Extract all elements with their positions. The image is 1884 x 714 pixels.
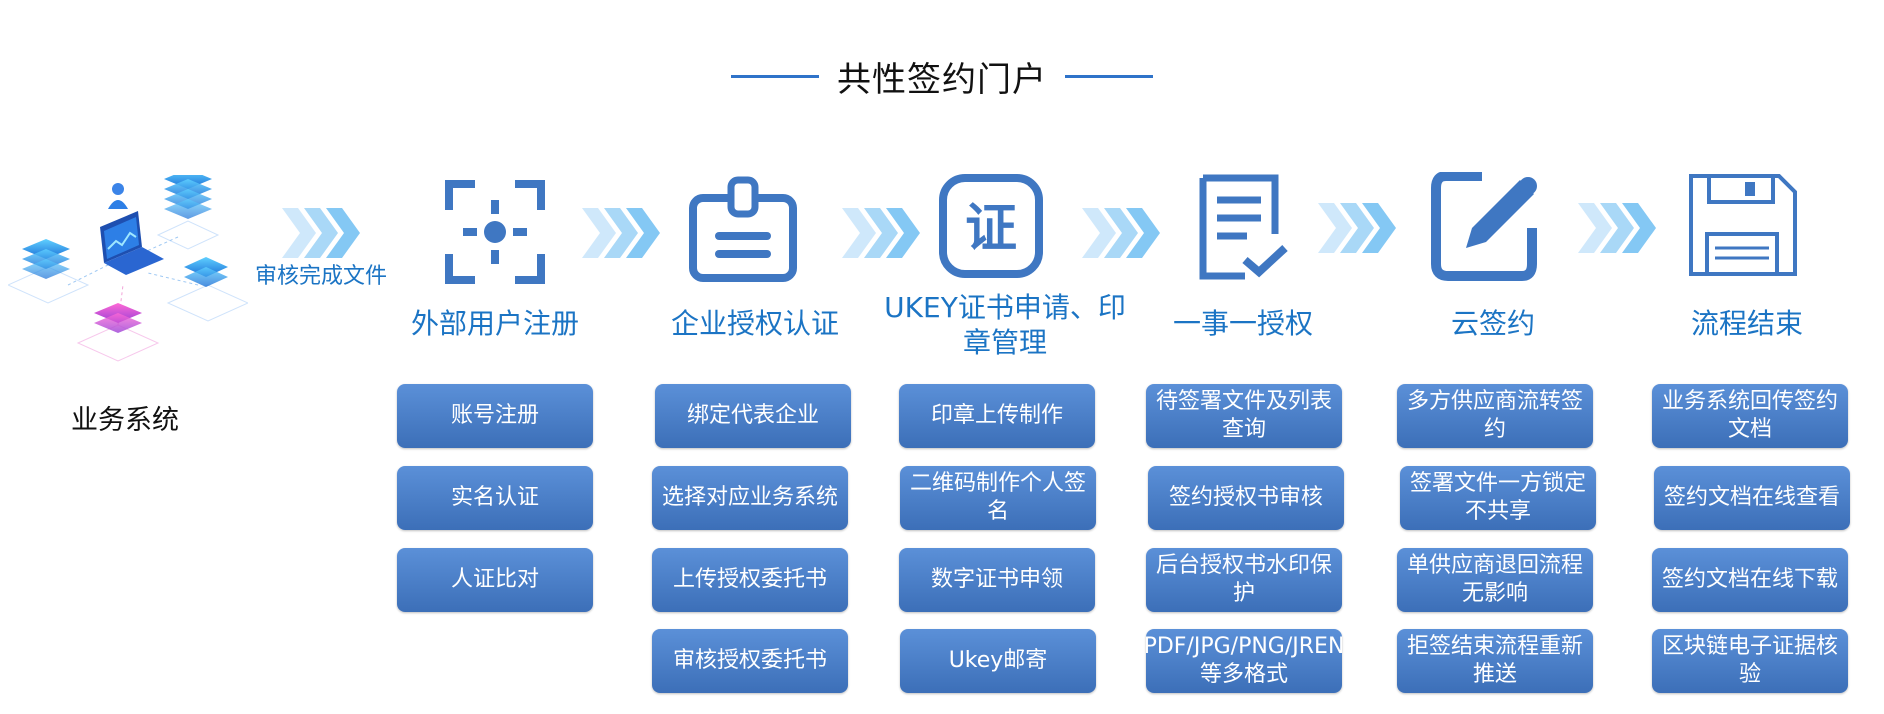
step-box[interactable]: 待签署文件及列表查询 (1146, 384, 1342, 448)
business-system-illustration-icon (8, 175, 248, 362)
step-box[interactable]: 区块链电子证据核验 (1652, 629, 1848, 693)
step-box[interactable]: 审核授权委托书 (652, 629, 848, 693)
column-title-cloud-signing: 云签约 (1450, 307, 1535, 340)
column-title-process-end: 流程结束 (1690, 307, 1803, 340)
title-line-right (1065, 75, 1153, 78)
chevron-arrow-icon (842, 208, 920, 258)
step-box[interactable]: 印章上传制作 (899, 384, 1095, 448)
step-box[interactable]: 数字证书申领 (899, 548, 1095, 612)
page-title: 共性签约门户 (837, 60, 1047, 100)
title-line-left (731, 75, 819, 78)
chevron-arrow-icon (582, 208, 660, 258)
step-box[interactable]: 签署文件一方锁定不共享 (1400, 466, 1596, 530)
step-box[interactable]: 人证比对 (397, 548, 593, 612)
step-box[interactable]: 签约文档在线查看 (1654, 466, 1850, 530)
chevron-arrow-icon (1318, 203, 1396, 253)
step-box[interactable]: 签约授权书审核 (1148, 466, 1344, 530)
step-box[interactable]: PDF/JPG/PNG/JREN等多格式 (1146, 629, 1342, 693)
certificate-icon: 证 (939, 174, 1043, 278)
chevron-arrow-icon (1082, 208, 1160, 258)
document-check-icon (1199, 174, 1288, 280)
step-box[interactable]: 二维码制作个人签名 (900, 466, 1096, 530)
step-box[interactable]: 选择对应业务系统 (652, 466, 848, 530)
step-box[interactable]: 拒签结束流程重新推送 (1397, 629, 1593, 693)
step-box[interactable]: 上传授权委托书 (652, 548, 848, 612)
business-system-label: 业务系统 (71, 405, 179, 436)
step-box[interactable]: 账号注册 (397, 384, 593, 448)
step-box[interactable]: Ukey邮寄 (900, 629, 1096, 693)
chevron-arrow-icon (282, 208, 360, 258)
step-box[interactable]: 多方供应商流转签约 (1397, 384, 1593, 448)
save-disk-icon (1689, 174, 1797, 276)
step-box[interactable]: 绑定代表企业 (655, 384, 851, 448)
edit-icon (1431, 172, 1537, 281)
portal-title-bar: 共性签约门户 (0, 52, 1884, 101)
focus-target-icon (445, 180, 545, 284)
chevron-arrow-icon (1578, 203, 1656, 253)
column-title-enterprise-authorization: 企业授权认证 (670, 307, 839, 340)
column-title-external-registration: 外部用户注册 (410, 307, 579, 340)
step-box[interactable]: 实名认证 (397, 466, 593, 530)
flow-text-label: 审核完成文件 (254, 264, 387, 289)
step-box[interactable]: 单供应商退回流程无影响 (1397, 548, 1593, 612)
step-box[interactable]: 后台授权书水印保护 (1146, 548, 1342, 612)
id-badge-icon (689, 176, 797, 282)
step-box[interactable]: 业务系统回传签约文档 (1652, 384, 1848, 448)
step-box[interactable]: 签约文档在线下载 (1652, 548, 1848, 612)
column-title-one-matter-authorization: 一事一授权 (1172, 307, 1313, 340)
column-title-ukey-seal: UKEY证书申请、印章管理 (884, 291, 1126, 359)
svg-text:证: 证 (965, 199, 1017, 259)
